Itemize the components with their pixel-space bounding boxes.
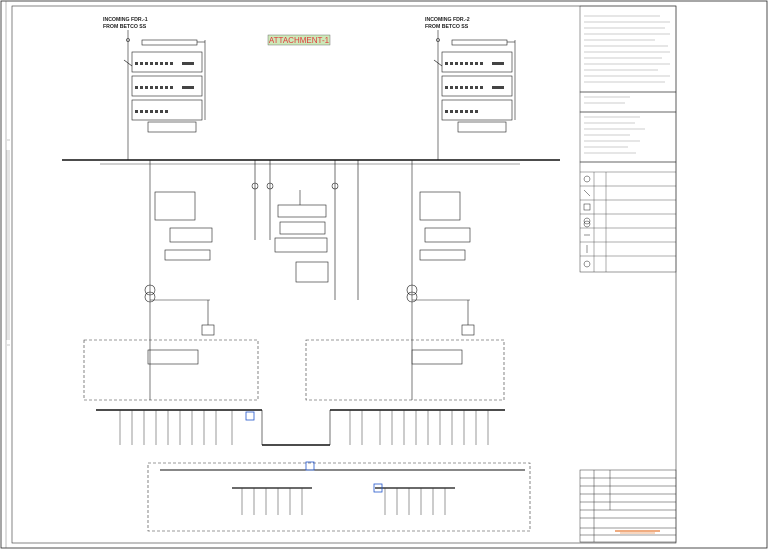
title-accent: [615, 530, 660, 534]
transformer-feeder-1: [147, 160, 215, 400]
svg-text:ATTACHMENT-1: ATTACHMENT-1: [269, 36, 330, 45]
incomer-1-subtitle: FROM BETCO SS: [103, 24, 147, 30]
notes-panel: [579, 5, 677, 273]
incomer-1-title: INCOMING FDR.-1: [103, 17, 148, 23]
lv-panel-boxes: [83, 339, 531, 532]
outgoing-feeders-bottom: [241, 488, 446, 515]
incomer-1-relay-blocks: [135, 62, 194, 113]
transformer-2-icon: [406, 284, 418, 303]
bus-coupler-highlights: [245, 411, 383, 493]
left-margin-notes: [6, 139, 10, 346]
middle-metering-panel: [251, 182, 339, 283]
notes-text-lines: [584, 15, 670, 154]
transformer-1-icon: [144, 284, 156, 303]
main-busbar: [62, 159, 560, 300]
incomer-2-subtitle: FROM BETCO SS: [425, 24, 469, 30]
outgoing-feeders-left: [119, 410, 233, 445]
title-block: [579, 469, 677, 543]
outgoing-feeders-right: [349, 410, 489, 445]
transformer-feeder-2: [411, 160, 475, 400]
legend-table: [580, 171, 676, 272]
incomer-2-feeder: [433, 30, 516, 160]
attachment-label: ATTACHMENT-1: [267, 34, 331, 46]
legend-symbols: [583, 175, 591, 268]
incomer-2-title: INCOMING FDR.-2: [425, 17, 470, 23]
lv-busbars: [96, 409, 525, 489]
incomer-1-feeder: [123, 30, 206, 160]
incomer-2-relay-blocks: [445, 62, 504, 113]
